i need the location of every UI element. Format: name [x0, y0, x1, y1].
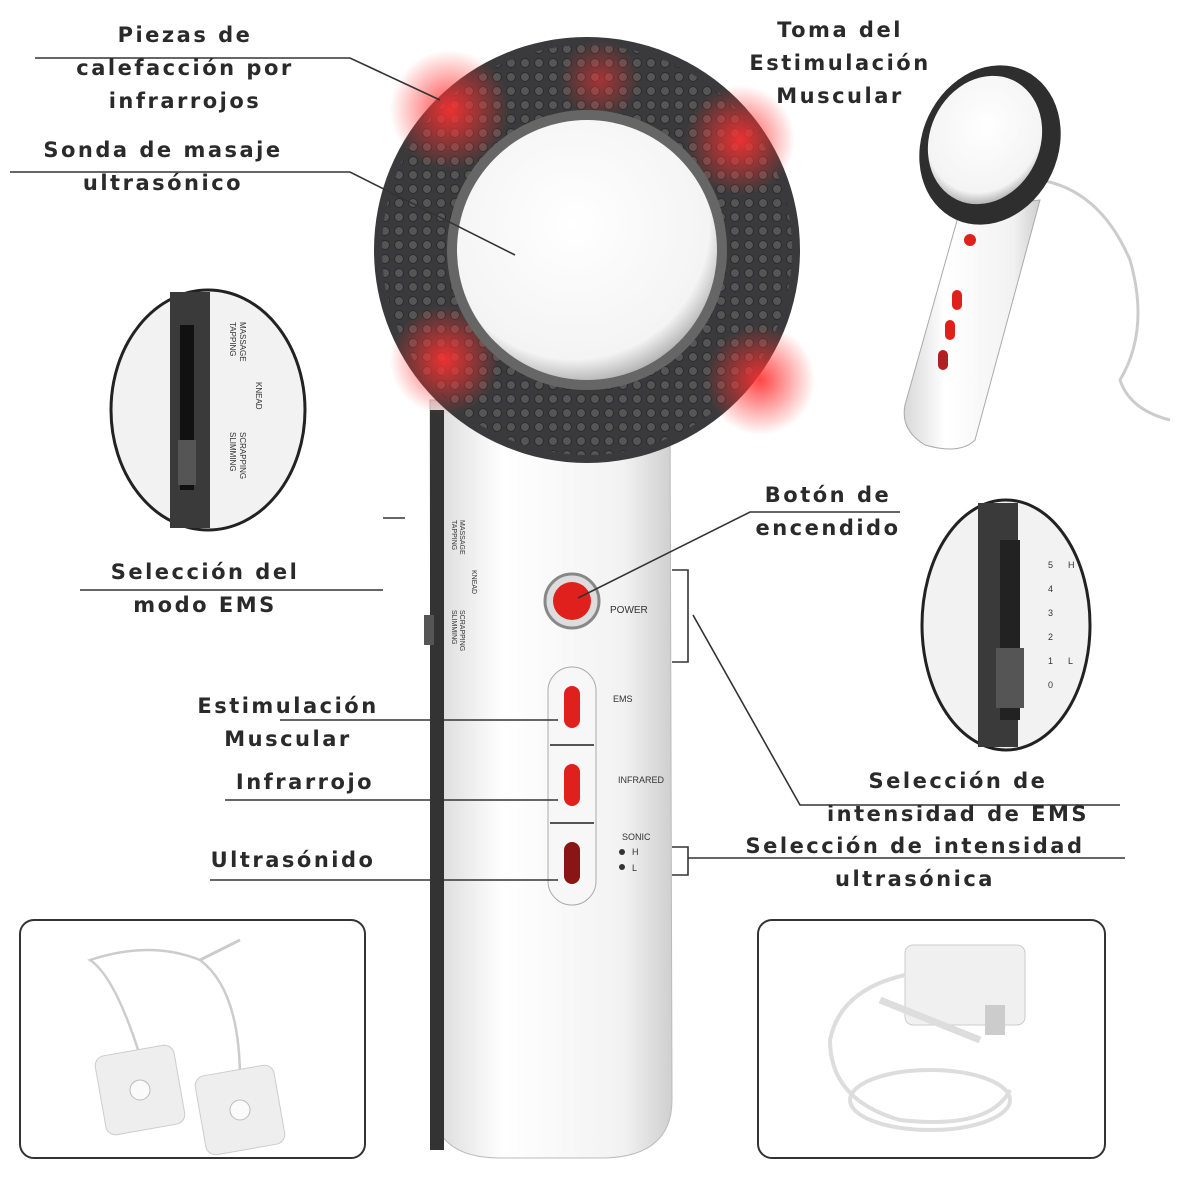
svg-text:TAPPING: TAPPING [228, 322, 237, 357]
mode-slider-icon [178, 440, 196, 485]
svg-text:MASSAGE: MASSAGE [458, 520, 465, 555]
svg-text:0: 0 [1048, 680, 1053, 690]
label-infrared: Infrarrojo [235, 770, 375, 794]
label-ultrasound: Ultrasónido [210, 848, 376, 872]
leader-lines [10, 57, 1125, 881]
electrode-pads-inset [19, 919, 366, 1159]
svg-text:4: 4 [1048, 584, 1053, 594]
infrared-text: INFRARED [618, 775, 665, 785]
power-icon [553, 582, 591, 620]
sonic-text: SONIC [622, 832, 651, 842]
svg-text:H: H [1068, 560, 1075, 570]
svg-text:3: 3 [1048, 608, 1053, 618]
power-text: POWER [610, 605, 648, 616]
intensity-selector-inset: 5 4 3 2 1 0 H L [920, 498, 1092, 752]
svg-text:KNEAD: KNEAD [470, 570, 477, 594]
svg-text:MASSAGE: MASSAGE [238, 322, 247, 362]
infrared-button[interactable] [564, 764, 580, 806]
mode-slider-icon [424, 615, 434, 645]
sonic-high-text: H [632, 847, 639, 857]
svg-text:1: 1 [1048, 656, 1053, 666]
svg-text:SLIMMING: SLIMMING [450, 610, 457, 645]
svg-text:SCRAPPING: SCRAPPING [458, 610, 465, 651]
sonic-button[interactable] [564, 842, 580, 884]
intensity-slider-icon [996, 648, 1024, 708]
ems-text: EMS [613, 694, 633, 704]
cable [1039, 178, 1171, 422]
svg-text:5: 5 [1048, 560, 1053, 570]
power-adapter-inset [757, 919, 1106, 1159]
svg-text:2: 2 [1048, 632, 1053, 642]
svg-text:SCRAPPING: SCRAPPING [238, 432, 247, 479]
side-strip [430, 410, 444, 1150]
svg-text:L: L [1068, 656, 1073, 666]
ems-button[interactable] [564, 686, 580, 728]
ultrasonic-probe [457, 120, 717, 380]
main-device: POWER EMS INFRARED SONIC H L MASSAGE TAP… [374, 37, 815, 1159]
svg-text:TAPPING: TAPPING [450, 520, 457, 550]
device-side-view [903, 65, 1171, 450]
mode-selector-inset: MASSAGE TAPPING KNEAD SCRAPPING SLIMMING [109, 288, 307, 532]
svg-text:SLIMMING: SLIMMING [228, 432, 237, 472]
sonic-low-text: L [632, 863, 637, 873]
mode-legend: MASSAGE TAPPING KNEAD SCRAPPING SLIMMING [450, 520, 477, 651]
svg-text:KNEAD: KNEAD [254, 382, 263, 410]
